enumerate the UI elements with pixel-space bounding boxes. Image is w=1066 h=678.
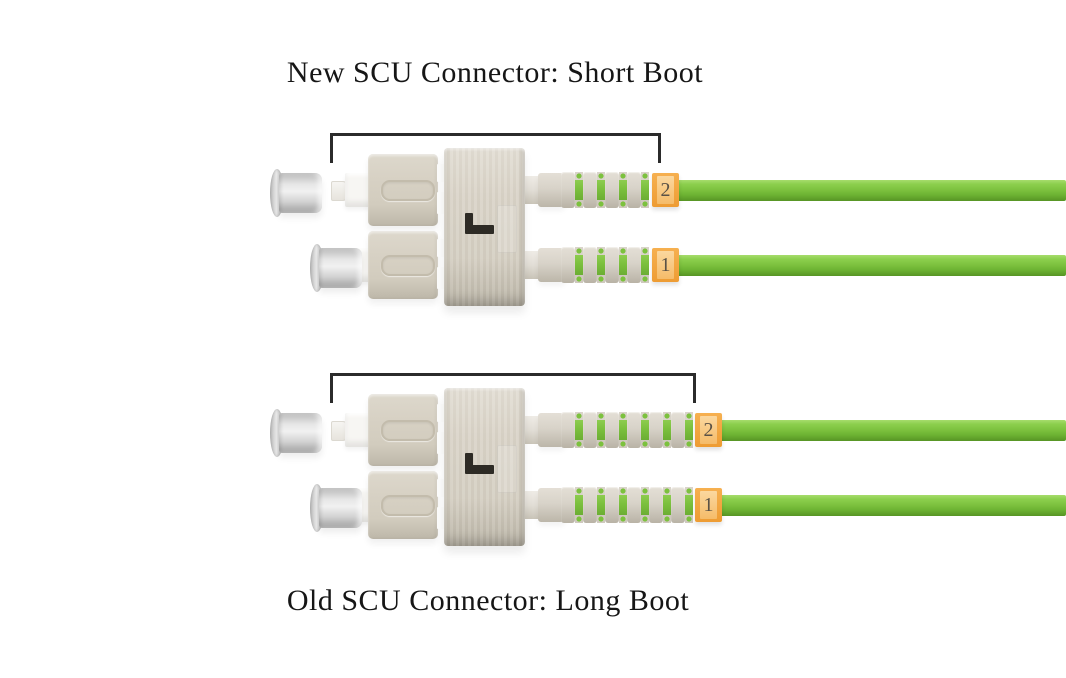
- housing-gap: [437, 164, 444, 182]
- tag-number: 2: [657, 176, 674, 204]
- dust-cap-attached: [310, 484, 364, 533]
- boot-segment: [583, 412, 605, 448]
- title-old-scu: Old SCU Connector: Long Boot: [286, 584, 690, 617]
- boot-segment: [583, 172, 605, 208]
- housing-gap: [437, 192, 444, 214]
- duplex-clip-housing: [444, 148, 525, 306]
- boot-segment: [561, 172, 583, 208]
- boot-post: [523, 176, 542, 204]
- fiber-cable: [676, 180, 1066, 201]
- fiber-cable: [719, 495, 1066, 516]
- boot-corrugated-short: [561, 172, 649, 208]
- housing-gap: [437, 507, 444, 529]
- boot-corrugated-long: [561, 412, 693, 448]
- boot-segment: [561, 247, 583, 283]
- housing-gap: [437, 239, 444, 257]
- boot-segment: [605, 412, 627, 448]
- boot-corrugated-short: [561, 247, 649, 283]
- assembly-new-scu-short-boot: 2 1: [0, 128, 1066, 328]
- boot-segment: [627, 487, 649, 523]
- latch-slot: [465, 213, 473, 233]
- housing-gap: [437, 432, 444, 454]
- latch-slot: [465, 465, 494, 474]
- connector-key-recess: [381, 254, 435, 276]
- boot-segment: [605, 487, 627, 523]
- sc-connector-body: [368, 471, 438, 539]
- boot-segment: [583, 247, 605, 283]
- dust-cap-attached: [310, 244, 364, 293]
- sc-connector-body: [368, 231, 438, 299]
- connector-key-recess: [381, 179, 435, 201]
- cable-tag: 1: [652, 248, 679, 282]
- dust-cap-body: [279, 413, 322, 453]
- dust-cap-body: [279, 173, 322, 213]
- cable-tag: 2: [652, 173, 679, 207]
- duplex-clip-housing: [444, 388, 525, 546]
- tag-number: 2: [700, 416, 717, 444]
- boot-segment: [583, 487, 605, 523]
- dust-cap-body: [319, 248, 362, 288]
- tag-number: 1: [657, 251, 674, 279]
- boot-segment: [671, 487, 693, 523]
- boot-segment: [561, 487, 583, 523]
- dust-cap-removed: [270, 409, 324, 458]
- latch-slot: [465, 453, 473, 473]
- dust-cap-body: [319, 488, 362, 528]
- housing-gap: [437, 404, 444, 422]
- title-new-scu: New SCU Connector: Short Boot: [286, 56, 704, 89]
- boot-corrugated-long: [561, 487, 693, 523]
- boot-post: [523, 416, 542, 444]
- housing-panel: [497, 205, 517, 253]
- boot-segment: [605, 247, 627, 283]
- boot-segment: [627, 412, 649, 448]
- housing-gap: [437, 479, 444, 497]
- sc-connector-body: [368, 394, 438, 466]
- length-bracket: [330, 373, 696, 403]
- cable-tag: 2: [695, 413, 722, 447]
- cable-tag: 1: [695, 488, 722, 522]
- boot-segment: [627, 172, 649, 208]
- boot-segment: [561, 412, 583, 448]
- boot-post: [523, 251, 542, 279]
- tag-number: 1: [700, 491, 717, 519]
- boot-segment: [605, 172, 627, 208]
- housing-gap: [437, 267, 444, 289]
- sc-connector-body: [368, 154, 438, 226]
- fiber-cable: [676, 255, 1066, 276]
- housing-panel: [497, 445, 517, 493]
- connector-key-recess: [381, 494, 435, 516]
- boot-segment: [649, 412, 671, 448]
- boot-segment: [627, 247, 649, 283]
- length-bracket: [330, 133, 661, 163]
- fiber-cable: [719, 420, 1066, 441]
- boot-segment: [649, 487, 671, 523]
- latch-slot: [465, 225, 494, 234]
- boot-segment: [671, 412, 693, 448]
- connector-key-recess: [381, 419, 435, 441]
- boot-post: [523, 491, 542, 519]
- assembly-old-scu-long-boot: 2 1: [0, 368, 1066, 568]
- dust-cap-removed: [270, 169, 324, 218]
